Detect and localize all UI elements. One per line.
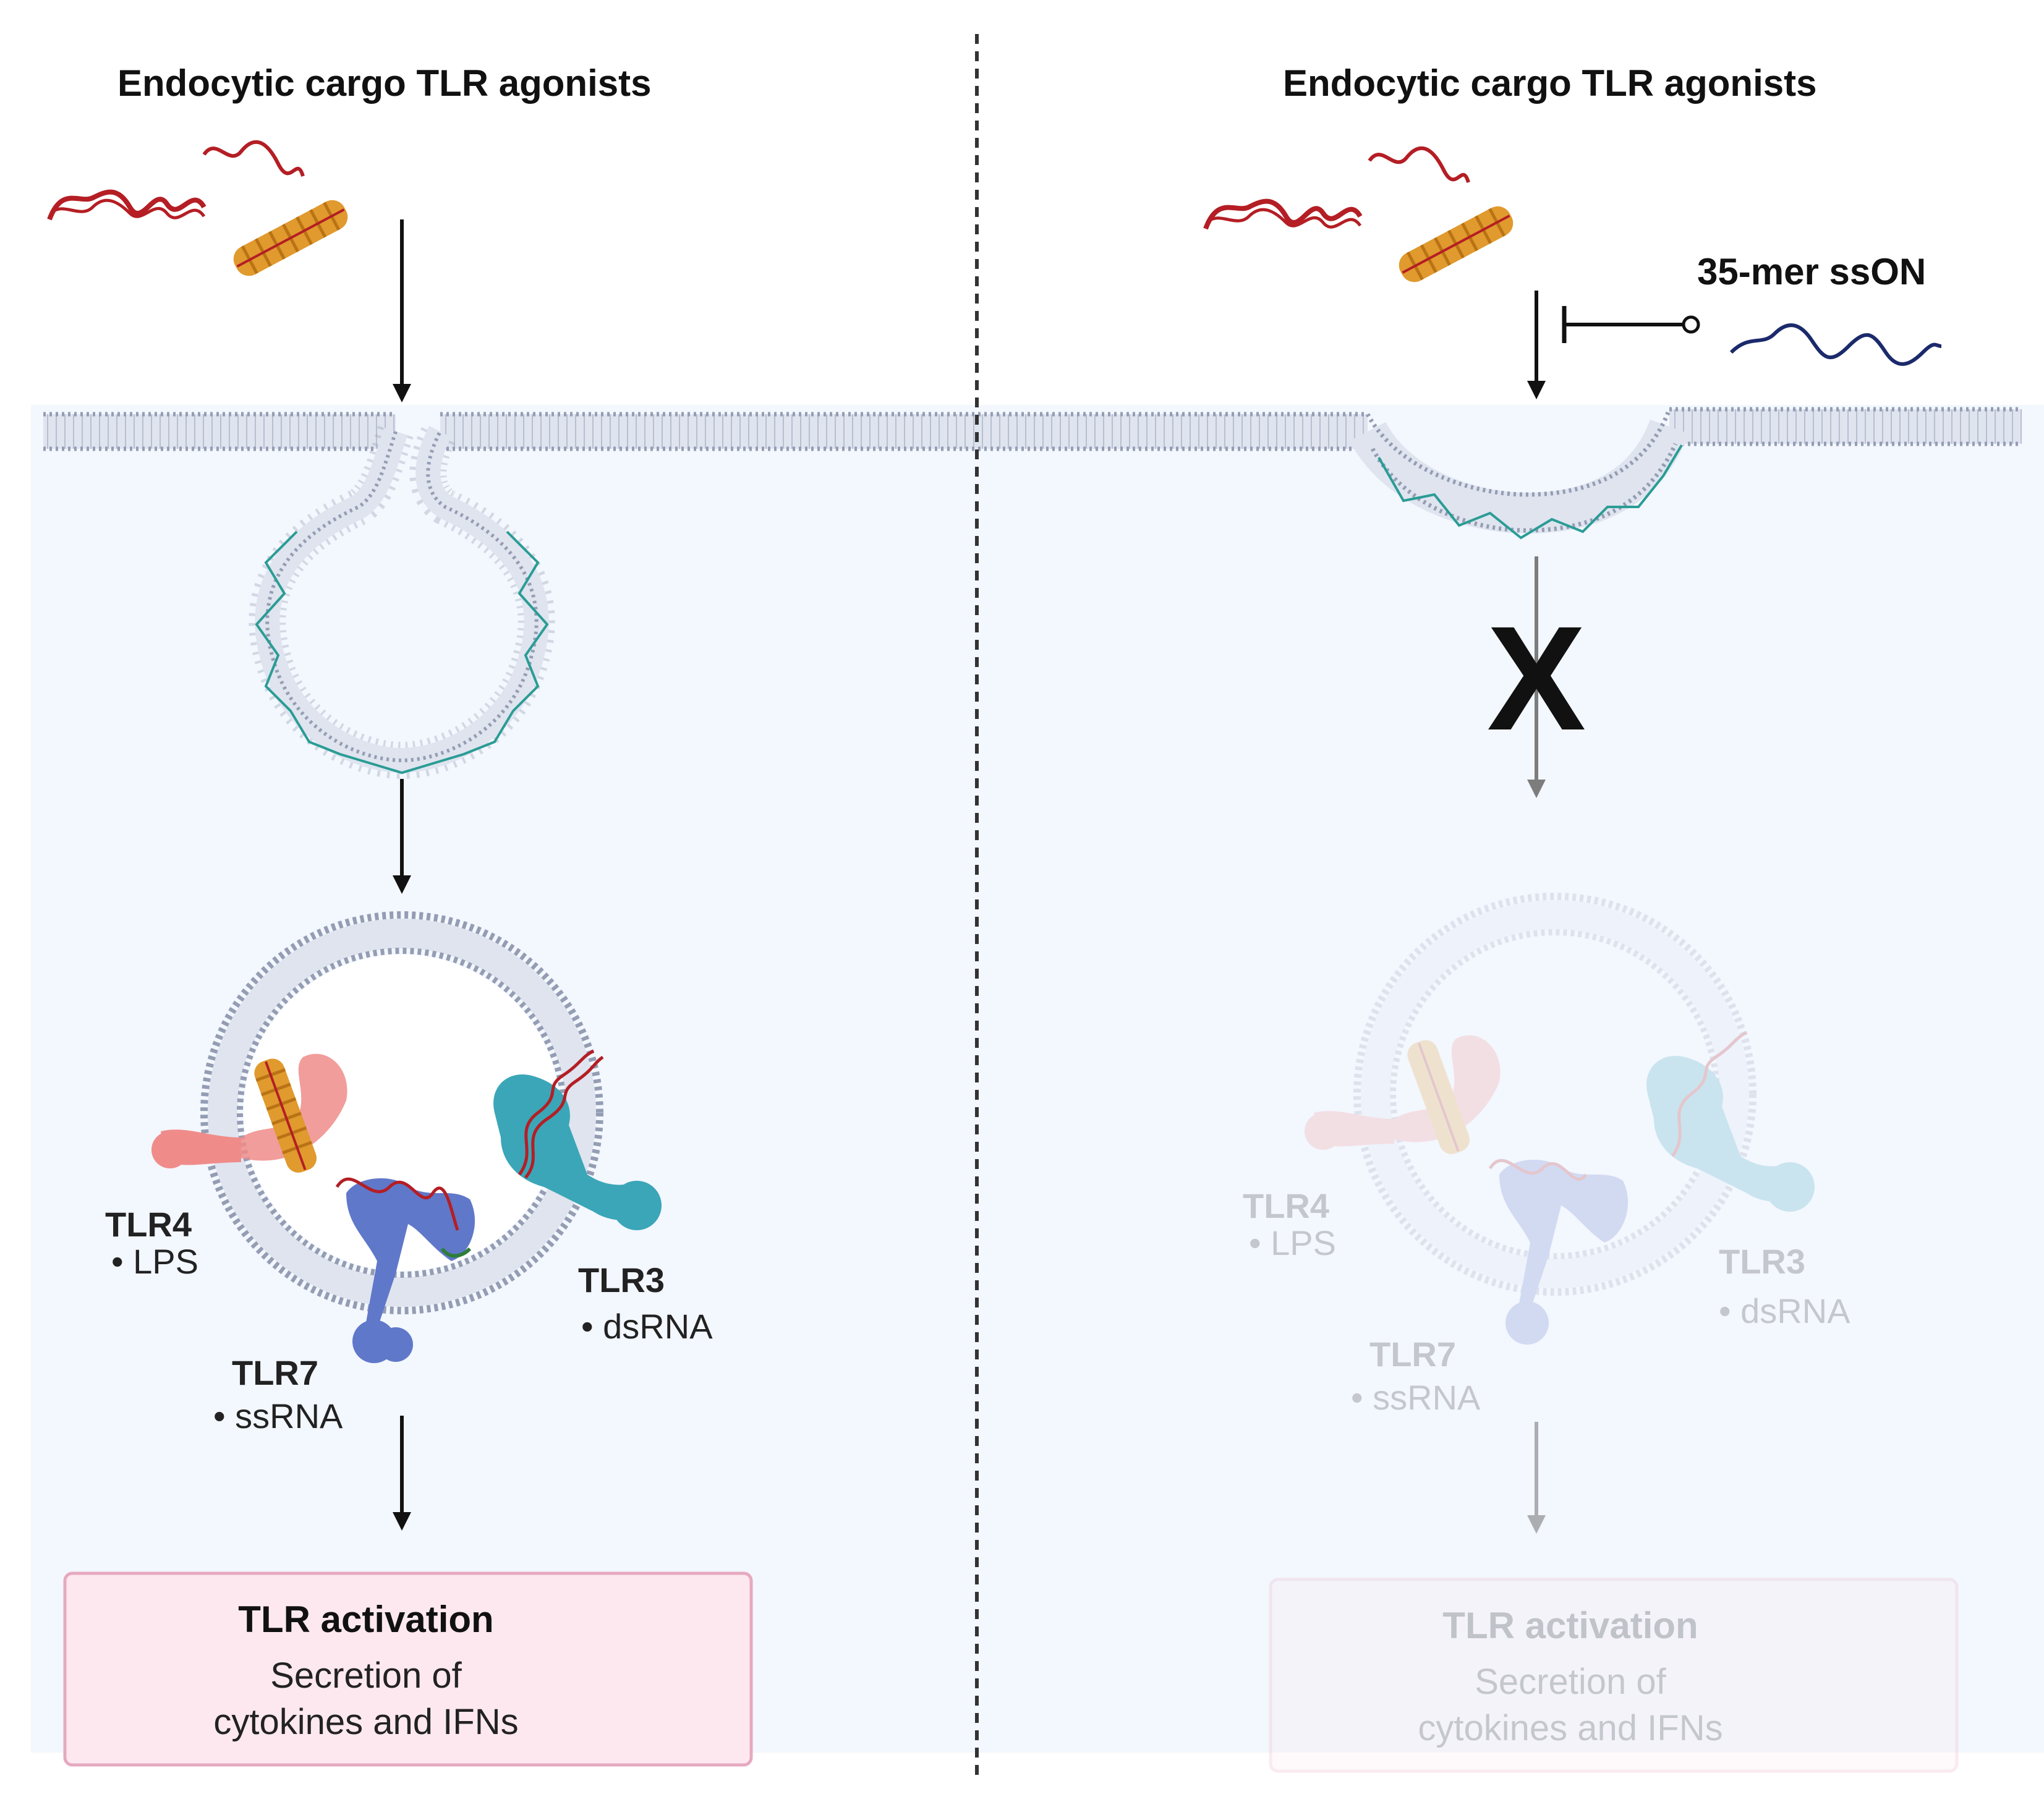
tlr3-receptor-left bbox=[493, 1049, 662, 1230]
tlr3-label-left: TLR3 bbox=[578, 1260, 665, 1299]
block-mark: X bbox=[1487, 595, 1586, 761]
tlr4-ligand-left: • LPS bbox=[111, 1242, 198, 1281]
left-title: Endocytic cargo TLR agonists bbox=[117, 62, 651, 104]
activation-line2-right: cytokines and IFNs bbox=[1418, 1708, 1722, 1748]
activation-title-right: TLR activation bbox=[1442, 1605, 1698, 1646]
activation-box-left bbox=[63, 1571, 753, 1767]
tlr7-label-left: TLR7 bbox=[232, 1353, 318, 1392]
tlr7-label-right: TLR7 bbox=[1369, 1335, 1456, 1374]
tlr7-receptor-left bbox=[335, 1177, 475, 1363]
tlr7-ligand-right: • ssRNA bbox=[1351, 1378, 1481, 1417]
tlr3-ligand-right: • dsRNA bbox=[1719, 1291, 1850, 1330]
tlr4-receptor-left bbox=[151, 1053, 347, 1173]
activation-box-right bbox=[1269, 1578, 1959, 1773]
plasma-membrane-right bbox=[1669, 407, 2022, 446]
endocytic-pit bbox=[249, 423, 555, 780]
activation-box-right-group: TLR activation Secretion of cytokines an… bbox=[1269, 1578, 1959, 1773]
inhibition-symbol bbox=[1562, 306, 1700, 343]
ssON-strand bbox=[1729, 323, 1942, 366]
right-title: Endocytic cargo TLR agonists bbox=[1283, 62, 1816, 104]
endosome-left bbox=[200, 911, 603, 1314]
activation-line2-left: cytokines and IFNs bbox=[213, 1702, 518, 1742]
clathrin-coat-right bbox=[1378, 444, 1683, 540]
tlr7-ligand-left: • ssRNA bbox=[213, 1397, 343, 1435]
rna-strand-long bbox=[47, 189, 207, 221]
lps-molecule bbox=[233, 200, 348, 276]
tlr3-receptor-right bbox=[1646, 1031, 1815, 1212]
tlr4-ligand-right: • LPS bbox=[1249, 1223, 1336, 1262]
activation-line1-left: Secretion of bbox=[270, 1656, 462, 1696]
left-cargo bbox=[47, 140, 348, 276]
endosome-right bbox=[1305, 893, 1815, 1345]
rna-strand-long-right bbox=[1203, 198, 1363, 230]
tlr4-label-left: TLR4 bbox=[105, 1205, 192, 1244]
shallow-pit bbox=[1349, 408, 1689, 540]
tlr3-label-right: TLR3 bbox=[1719, 1242, 1805, 1281]
activation-title-left: TLR activation bbox=[238, 1599, 493, 1640]
tlr4-receptor-right bbox=[1305, 1035, 1501, 1154]
clathrin-coat bbox=[255, 530, 549, 775]
plasma-membrane-left bbox=[43, 412, 1368, 451]
right-cargo bbox=[1203, 146, 1514, 283]
inhibitor-label: 35-mer ssON bbox=[1697, 251, 1926, 292]
rna-strand-short bbox=[202, 140, 305, 177]
activation-line1-right: Secretion of bbox=[1475, 1662, 1666, 1702]
tlr7-receptor-right bbox=[1488, 1158, 1629, 1345]
right-faded-labels: TLR4 • LPS TLR7 • ssRNA TLR3 • dsRNA bbox=[1243, 1186, 1850, 1417]
tlr4-label-right: TLR4 bbox=[1243, 1186, 1329, 1225]
tlr3-ligand-left: • dsRNA bbox=[581, 1307, 713, 1346]
rna-strand-short-right bbox=[1368, 146, 1470, 183]
lps-molecule-right bbox=[1399, 206, 1514, 283]
